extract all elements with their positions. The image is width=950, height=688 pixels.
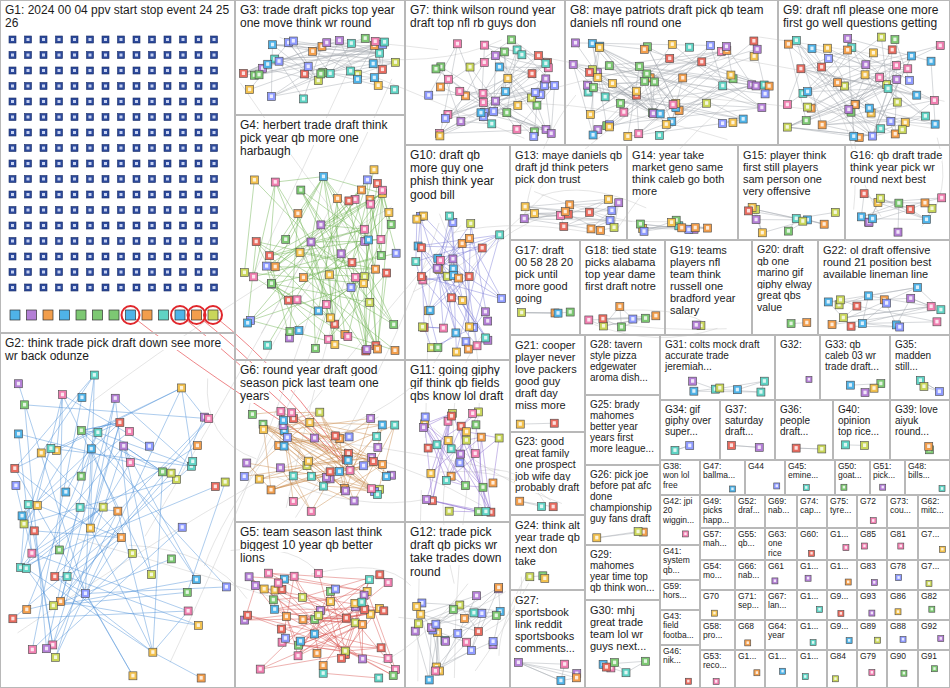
graph-canvas: G1: 2024 00 04 ppv start stop event 24 2… bbox=[0, 0, 950, 688]
